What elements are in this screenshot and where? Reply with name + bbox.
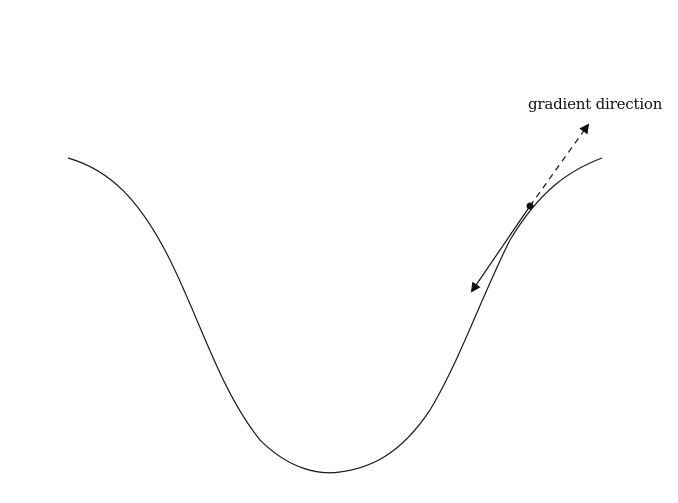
current-point: [526, 202, 534, 210]
gradient-direction-label: gradient direction: [528, 95, 663, 113]
gradient-direction-arrow: [529, 123, 590, 207]
descent-direction-arrow: [470, 205, 531, 293]
loss-curve: [67, 157, 603, 474]
